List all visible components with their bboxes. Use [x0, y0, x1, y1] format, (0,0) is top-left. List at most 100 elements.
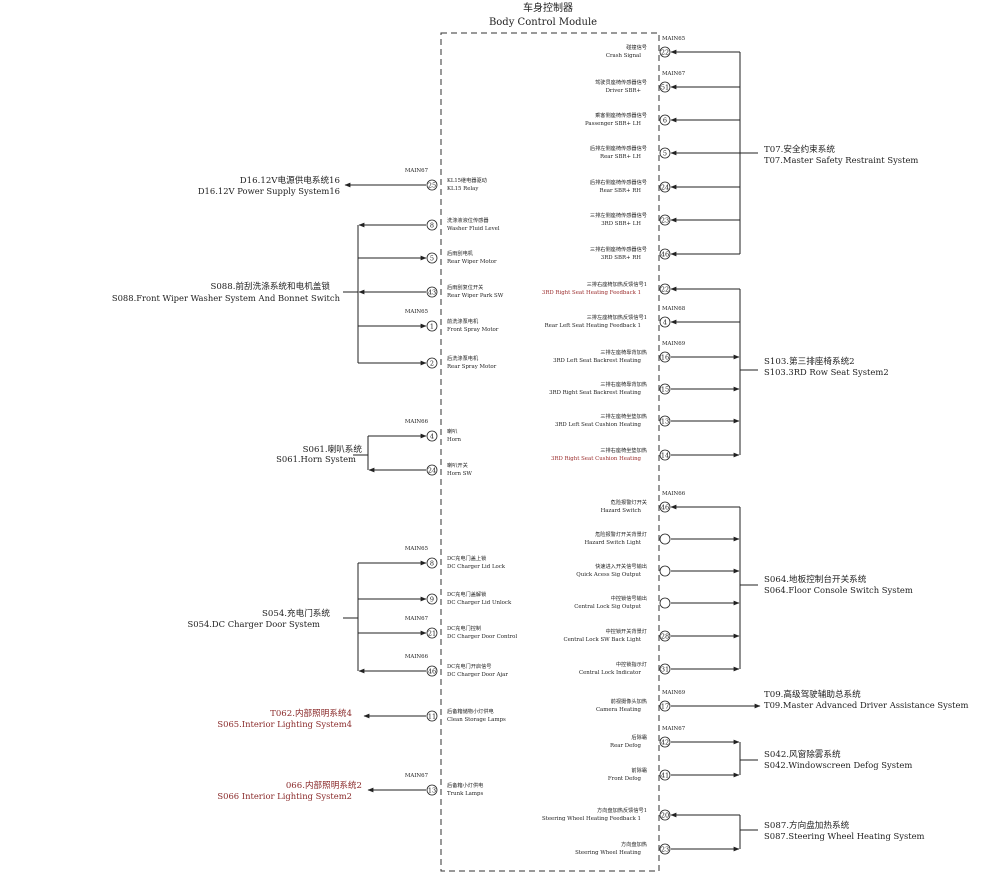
pin-desc-cn: 后排右侧座椅传感器信号: [590, 178, 647, 186]
pin-number: 23: [661, 845, 669, 853]
pin-desc-en: Front Spray Motor: [447, 327, 499, 333]
system-name-cn: T07.安全约束系统: [764, 143, 835, 155]
connector-label: MAIN67: [662, 726, 686, 732]
system-name-cn: T09.高级驾驶辅助总系统: [764, 688, 861, 700]
pin-number: 16: [661, 353, 669, 361]
pin-desc-en: Hazard Switch Light: [584, 540, 641, 546]
pin-terminal: [659, 533, 671, 545]
pin-terminal: [426, 557, 438, 569]
pin-number: 42: [661, 738, 669, 746]
pin-number: 25: [428, 181, 436, 189]
pin-desc-cn: 方向盘加热反馈信号1: [597, 806, 647, 814]
pin-terminal: [659, 181, 671, 193]
pin-terminal: [426, 179, 438, 191]
pin-terminal: [659, 316, 671, 328]
pin-terminal: [659, 383, 671, 395]
system-name-cn: S087.方向盘加热系统: [764, 819, 850, 831]
system-name-cn: S042.风窗除雾系统: [764, 748, 841, 760]
pin-desc-cn: 中控锁指示灯: [616, 660, 647, 668]
pin-terminal: [426, 464, 438, 476]
pin-terminal: [659, 449, 671, 461]
pin-desc-en: 3RD Right Seat Cushion Heating: [551, 456, 642, 462]
pin-desc-en: Rear Left Seat Heating Feedback 1: [545, 323, 641, 329]
pin-desc-en: 3RD Left Seat Cushion Heating: [555, 422, 642, 428]
pin-desc-cn: 洗涤液液位传感器: [447, 216, 489, 224]
pin-desc-en: KL15 Relay: [447, 186, 479, 192]
connector-label: MAIN69: [662, 690, 686, 696]
pin-terminal: [659, 769, 671, 781]
pin-number: 5: [430, 254, 434, 262]
pin-desc-en: Washer Fluid Level: [447, 226, 500, 232]
connector-label: MAIN67: [662, 71, 686, 77]
pin-desc-en: Passenger SBR+ LH: [585, 121, 641, 127]
system-name-cn: S064.地板控制台开关系统: [764, 573, 867, 585]
pin-terminal: [659, 415, 671, 427]
pin-desc-cn: 危险报警灯开关背景灯: [595, 530, 647, 538]
pin-desc-cn: 前洗涤泵电机: [447, 317, 479, 325]
pin-number: 20: [661, 811, 669, 819]
pin-desc-en: Camera Heating: [596, 707, 642, 713]
pin-terminal: [426, 710, 438, 722]
wires-layer: [343, 49, 761, 852]
pin-terminal: [659, 114, 671, 126]
pin-desc-en: Central Lock Sig Output: [574, 604, 642, 610]
system-name-cn: S103.第三排座椅系统2: [764, 355, 855, 367]
pin-number: 41: [661, 771, 669, 779]
pin-terminal: [426, 286, 438, 298]
connector-label: MAIN69: [662, 341, 686, 347]
pin-desc-cn: 喇叭开关: [447, 461, 468, 469]
system-name-en: S088.Front Wiper Washer System And Bonne…: [112, 293, 341, 303]
system-name-cn: S054.充电门系统: [262, 607, 330, 619]
pin-desc-en: Steering Wheel Heating: [575, 850, 641, 856]
pin-terminal: [659, 351, 671, 363]
pin-desc-en: Rear Spray Motor: [447, 364, 497, 370]
pin-desc-cn: DC充电门盖解锁: [447, 590, 486, 598]
module-title-cn: 车身控制器: [523, 1, 573, 14]
pin-desc-cn: 快速进入开关信号输出: [595, 562, 647, 570]
connector-label: MAIN67: [405, 616, 429, 622]
pin-desc-cn: 碰撞信号: [626, 43, 647, 51]
pin-desc-en: Central Lock SW Back Light: [563, 637, 641, 643]
pin-terminal: [426, 784, 438, 796]
pin-desc-en: Steering Wheel Heating Feedback 1: [542, 816, 641, 822]
pin-desc-cn: 前视摄像头加热: [611, 697, 648, 705]
pin-terminal: [426, 357, 438, 369]
pin-number: 43: [428, 288, 436, 296]
connector-label: MAIN67: [405, 168, 429, 174]
pin-number: 8: [430, 559, 434, 567]
pin-number: 6: [663, 116, 667, 124]
system-name-en: S066 Interior Lighting System2: [217, 791, 352, 801]
module-title-en: Body Control Module: [489, 17, 597, 28]
pin-desc-cn: 后备箱储物小灯供电: [447, 707, 494, 715]
connector-label: MAIN65: [662, 36, 686, 42]
pin-number: 46: [661, 503, 669, 511]
pin-terminal: [659, 630, 671, 642]
pin-desc-en: Front Defog: [608, 776, 642, 782]
pin-number: 51: [661, 83, 669, 91]
pin-terminal: [659, 700, 671, 712]
pin-number: 5: [663, 149, 667, 157]
pin-desc-en: DC Charger Door Control: [447, 634, 517, 640]
pin-desc-en: Rear Defog: [610, 743, 642, 749]
system-name-en: D16.12V Power Supply System16: [198, 186, 340, 196]
